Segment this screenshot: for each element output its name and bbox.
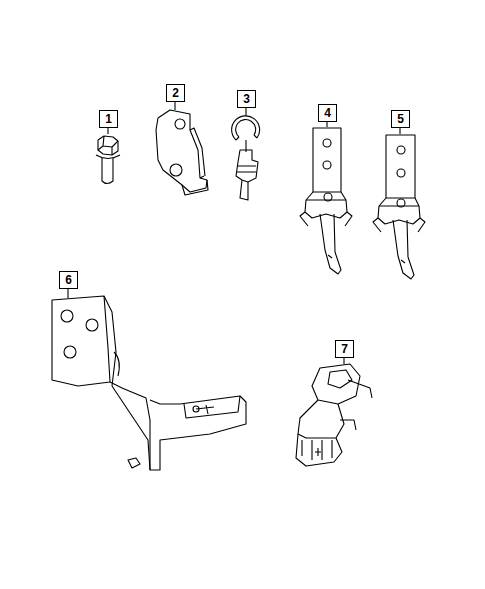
callout-number: 7 [341, 343, 348, 355]
retainer-clip [232, 116, 260, 200]
callout-box: 6 [59, 271, 78, 289]
mounting-bracket [52, 296, 246, 470]
callout-box: 7 [335, 340, 354, 358]
callout-number: 5 [397, 113, 404, 125]
callout-box: 3 [237, 90, 256, 108]
callout-number: 4 [324, 107, 331, 119]
callout-box: 5 [391, 110, 410, 128]
callout-box: 4 [318, 104, 337, 122]
wire-clip [296, 364, 372, 466]
leader-lines [68, 102, 400, 364]
callout-box: 1 [99, 110, 118, 128]
mounting-clip [373, 135, 425, 279]
mounting-clip [300, 128, 352, 274]
flange-bolt [96, 136, 120, 184]
callout-number: 3 [243, 93, 250, 105]
callout-number: 6 [65, 274, 72, 286]
callout-box: 2 [166, 84, 185, 102]
callout-number: 2 [172, 87, 179, 99]
bracket [156, 110, 208, 195]
callout-number: 1 [105, 113, 112, 125]
